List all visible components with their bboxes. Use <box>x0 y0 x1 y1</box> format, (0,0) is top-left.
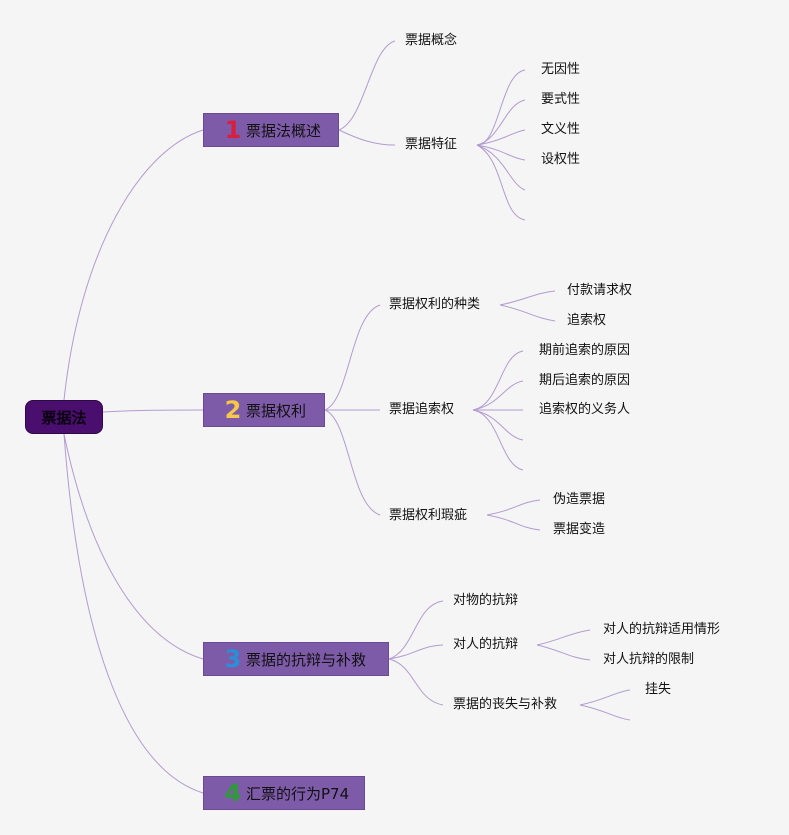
branch-node-4[interactable]: 4 汇票的行为P74 <box>203 776 365 810</box>
edge-types-1 <box>499 290 556 306</box>
node-feature-4[interactable]: 设权性 <box>541 152 581 167</box>
number-badge-4: 4 <box>224 779 242 807</box>
node-person-defense[interactable]: 对人的抗辩 <box>453 637 519 652</box>
node-object-defense[interactable]: 对物的抗辩 <box>453 593 519 608</box>
node-loss-1[interactable]: 挂失 <box>645 682 672 697</box>
edge-features-3 <box>476 129 526 146</box>
edge-root-b2 <box>102 409 204 413</box>
number-badge-2: 2 <box>224 396 242 424</box>
edge-b3-loss <box>388 658 444 706</box>
edge-defect-1 <box>486 499 541 516</box>
root-node[interactable]: 票据法 <box>25 400 103 434</box>
edge-loss-2 <box>579 704 631 721</box>
node-feature-3[interactable]: 文义性 <box>541 122 581 137</box>
edge-person-2 <box>536 644 591 661</box>
node-feature-2[interactable]: 要式性 <box>541 92 581 107</box>
node-recourse-1[interactable]: 期前追索的原因 <box>539 343 631 358</box>
node-type-1[interactable]: 付款请求权 <box>567 283 633 298</box>
edge-recourse-2 <box>472 380 524 411</box>
edge-recourse-5 <box>472 409 524 471</box>
node-loss[interactable]: 票据的丧失与补救 <box>453 697 558 712</box>
edge-loss-1 <box>579 689 631 706</box>
number-badge-1: 1 <box>224 116 242 144</box>
branch-label-1: 票据法概述 <box>246 121 322 140</box>
node-recourse[interactable]: 票据追索权 <box>389 402 455 417</box>
node-recourse-2[interactable]: 期后追索的原因 <box>539 373 631 388</box>
edge-recourse-4 <box>472 409 524 441</box>
node-defect-1[interactable]: 伪造票据 <box>553 492 606 507</box>
edge-features-4 <box>476 144 526 161</box>
edge-b1-concept <box>338 40 396 131</box>
number-badge-3: 3 <box>224 645 242 673</box>
node-defect-2[interactable]: 票据变造 <box>553 522 606 537</box>
edge-recourse-1 <box>472 350 524 411</box>
node-feature-1[interactable]: 无因性 <box>541 62 581 77</box>
edge-b3-person <box>388 644 444 660</box>
branch-node-1[interactable]: 1 票据法概述 <box>203 113 339 147</box>
node-recourse-3[interactable]: 追索权的义务人 <box>539 402 631 417</box>
edge-types-2 <box>499 304 556 322</box>
edge-b3-object <box>388 600 444 660</box>
branch-node-3[interactable]: 3 票据的抗辩与补救 <box>203 642 389 676</box>
edge-root-b3 <box>63 433 204 660</box>
edge-features-6 <box>476 144 526 221</box>
branch-node-2[interactable]: 2 票据权利 <box>203 393 325 427</box>
edge-features-5 <box>476 144 526 191</box>
edge-b2-defect <box>324 409 381 516</box>
edge-person-1 <box>536 629 591 646</box>
node-type-2[interactable]: 追索权 <box>567 313 607 328</box>
branch-label-2: 票据权利 <box>246 401 307 420</box>
branch-label-3: 票据的抗辩与补救 <box>246 650 367 669</box>
node-features[interactable]: 票据特征 <box>405 137 458 152</box>
node-person-2[interactable]: 对人抗辩的限制 <box>603 652 695 667</box>
node-concept[interactable]: 票据概念 <box>405 33 458 48</box>
edge-defect-2 <box>486 514 541 531</box>
edge-b1-features <box>338 129 396 146</box>
edge-features-2 <box>476 99 526 146</box>
node-right-types[interactable]: 票据权利的种类 <box>389 297 481 312</box>
edge-features-1 <box>476 69 526 146</box>
edge-root-b1 <box>63 129 204 401</box>
edge-root-b4 <box>63 433 204 794</box>
branch-label-4: 汇票的行为P74 <box>246 784 350 803</box>
node-person-1[interactable]: 对人的抗辩适用情形 <box>603 622 721 637</box>
root-label: 票据法 <box>41 408 87 427</box>
edge-b2-types <box>324 304 381 411</box>
node-defect[interactable]: 票据权利瑕疵 <box>389 508 468 523</box>
